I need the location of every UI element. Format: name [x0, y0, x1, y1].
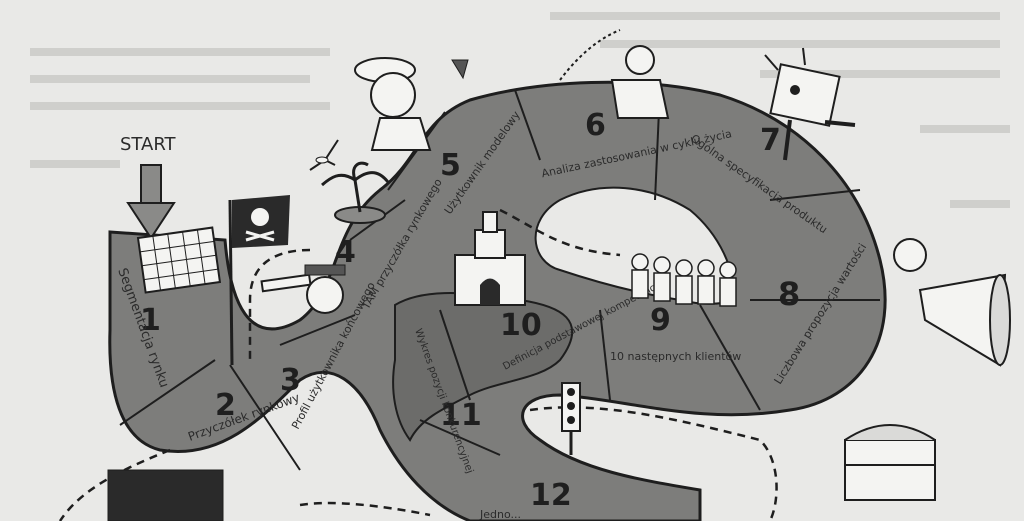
step-12: 12 Jedno...	[479, 478, 572, 521]
step-4-number: 4	[335, 235, 356, 270]
step-12-label: Jedno...	[479, 508, 521, 521]
step-2-number: 2	[215, 388, 236, 423]
step-12-number: 12	[530, 478, 572, 513]
step-7-number: 7	[760, 123, 781, 158]
palm-island-icon	[321, 161, 390, 224]
step-3-number: 3	[280, 363, 301, 398]
megaphone-icon	[893, 238, 1011, 367]
calendar-icon	[136, 226, 222, 294]
traffic-light-icon	[561, 382, 581, 455]
step-9-label: 10 następnych klientów	[610, 350, 741, 363]
step-11-number: 11	[440, 398, 482, 433]
step-9-number: 9	[650, 303, 671, 338]
explorer-icon	[354, 57, 469, 151]
start-label: START	[120, 134, 177, 155]
blackboard	[107, 469, 224, 521]
treasure-chest-icon	[844, 424, 936, 501]
step-10-number: 10	[500, 308, 542, 343]
step-9: 9 10 następnych klientów	[610, 303, 741, 363]
bird-icon	[309, 139, 339, 171]
step-8-number: 8	[778, 275, 800, 313]
robot-icon	[764, 47, 856, 161]
arrow-down-icon	[126, 164, 176, 240]
castle-icon	[454, 211, 526, 306]
jack-in-the-box-icon	[559, 29, 670, 119]
telescope-icon	[260, 264, 346, 314]
step-5-number: 5	[440, 148, 461, 183]
dashed-routes	[58, 208, 778, 521]
step-6-number: 6	[585, 108, 606, 143]
people-queue	[631, 253, 737, 307]
step-1-number: 1	[140, 303, 161, 338]
pirate-flag-icon	[228, 195, 290, 366]
